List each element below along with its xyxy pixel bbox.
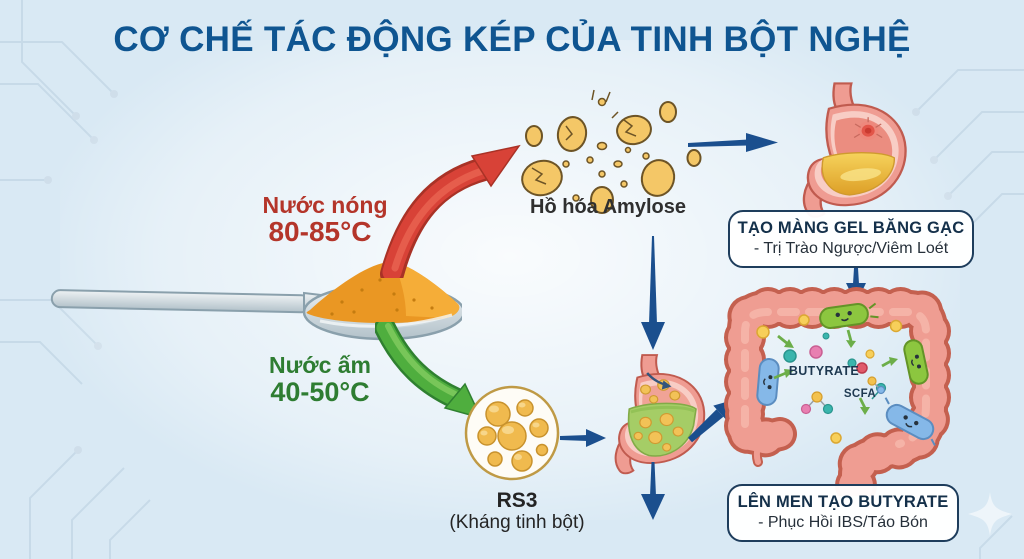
scfa-molecules — [756, 314, 903, 444]
gel-box-title: TẠO MÀNG GEL BĂNG GẠC — [737, 219, 965, 237]
hot-water-label: Nước nóng — [262, 192, 388, 218]
rs3-granules-illustration — [464, 385, 560, 481]
amylose-burst-illustration — [521, 89, 702, 214]
hot-water-temperature: 80-85°C — [268, 216, 372, 247]
arrow-amylose-to-stomach — [688, 133, 778, 152]
arrow-amylose-down — [641, 236, 665, 350]
turmeric-spoon-illustration — [50, 261, 462, 341]
scfa-label: SCFA — [844, 388, 876, 400]
bacteria-blue-left — [756, 358, 780, 406]
gel-box-subtitle: - Trị Trào Ngược/Viêm Loét — [753, 240, 949, 257]
warm-water-label: Nước ấm — [268, 352, 372, 378]
bacteria-green-right — [903, 339, 929, 385]
red-curved-arrow — [380, 144, 521, 278]
warm-water-temperature: 40-50°C — [270, 377, 370, 407]
butyrate-box-subtitle: - Phục Hồi IBS/Táo Bón — [758, 514, 928, 531]
butyrate-box-title: LÊN MEN TẠO BUTYRATE — [737, 493, 949, 511]
stomach-gel-illustration — [802, 82, 907, 218]
bacteria-green-top — [819, 302, 879, 329]
turmeric-powder — [306, 261, 460, 324]
bacteria-blue-bottom — [884, 397, 936, 446]
gel-result-box: TẠO MÀNG GEL BĂNG GẠC - Trị Trào Ngược/V… — [728, 210, 974, 268]
green-curved-arrow — [375, 322, 483, 420]
arrow-rs3-to-stomach — [560, 429, 606, 447]
ulcer-spot — [853, 117, 883, 141]
colon-microbiome-illustration: BUTYRATE SCFA — [724, 287, 951, 496]
rs3-sublabel: (Kháng tinh bột) — [449, 512, 585, 533]
page-title: CƠ CHẾ TÁC ĐỘNG KÉP CỦA TINH BỘT NGHỆ — [113, 20, 911, 59]
fermentation-arrows — [773, 329, 898, 415]
butyrate-label: BUTYRATE — [789, 364, 859, 378]
sparkle-watermark — [968, 492, 1012, 536]
butyrate-result-box: LÊN MEN TẠO BUTYRATE - Phục Hồi IBS/Táo … — [727, 484, 959, 542]
stomach-fermentation-illustration — [614, 354, 706, 475]
rs3-label: RS3 — [496, 489, 538, 512]
amylose-label: Hồ hóa Amylose — [530, 196, 686, 218]
arrow-stomach-down — [641, 462, 665, 520]
